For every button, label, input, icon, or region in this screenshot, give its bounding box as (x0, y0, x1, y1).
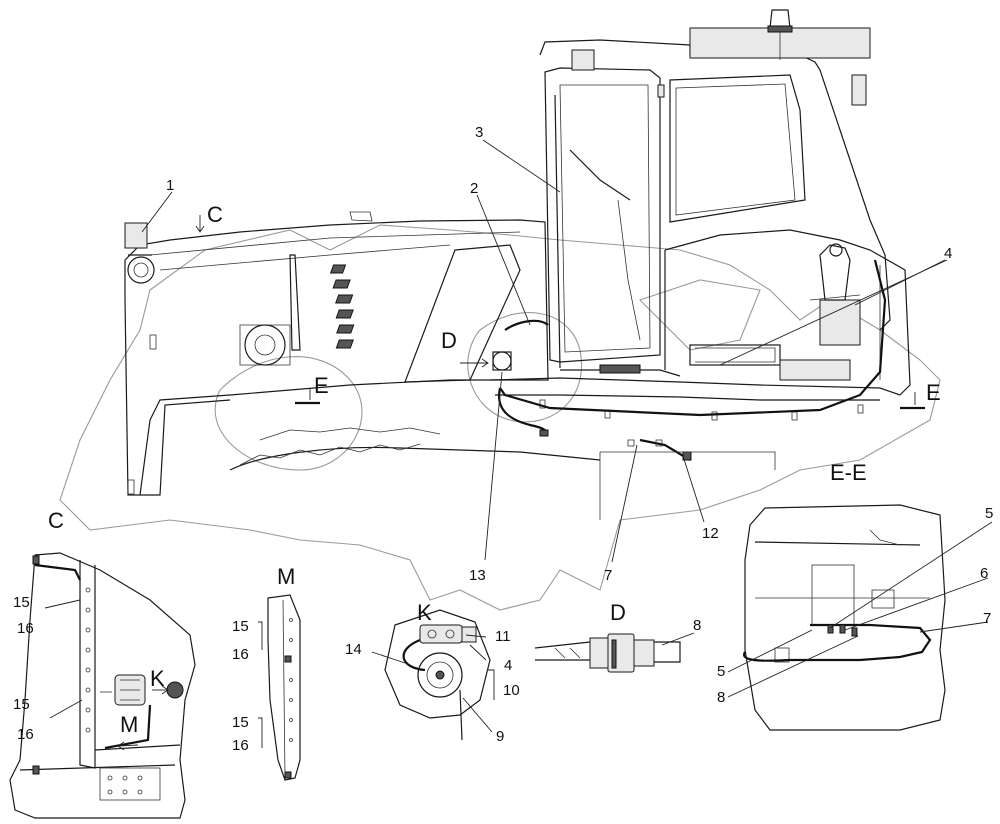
callout-13: 13 (469, 567, 486, 584)
view-e-e (727, 504, 993, 731)
callout-16-b: 16 (17, 726, 34, 743)
callout-16-a: 16 (17, 620, 34, 637)
watermark-gear (59, 224, 941, 611)
callout-labels: 1 2 3 4 5 5 6 7 7 8 8 9 10 11 12 13 14 4… (13, 124, 993, 754)
view-d-label: D (610, 600, 626, 625)
callout-15-d: 15 (232, 714, 249, 731)
callout-3: 3 (475, 124, 483, 141)
callout-12: 12 (702, 525, 719, 542)
section-e-right-label: E (926, 380, 941, 405)
view-d (534, 632, 695, 673)
callout-6: 6 (980, 565, 988, 582)
callout-8-a: 8 (693, 617, 701, 634)
view-m-arrow-label: M (120, 712, 138, 737)
view-k-label: K (417, 600, 432, 625)
view-m (258, 594, 301, 781)
cab (539, 9, 891, 377)
louvre-slots (329, 264, 355, 349)
view-c-arrow-label: C (207, 202, 223, 227)
callout-7-a: 7 (983, 610, 991, 627)
section-e-left-label: E (314, 373, 329, 398)
section-markers (195, 215, 925, 410)
callout-5-b: 5 (717, 663, 725, 680)
view-labels: C C D D E E E-E K K M M (48, 202, 941, 737)
machine-body (124, 211, 911, 496)
view-c-label: C (48, 508, 64, 533)
view-c (9, 552, 196, 819)
view-d-arrow-label: D (441, 328, 457, 353)
leader-lines (141, 139, 948, 563)
callout-5-a: 5 (985, 505, 993, 522)
callout-4-k: 4 (504, 657, 512, 674)
callout-15-a: 15 (13, 594, 30, 611)
callout-15-b: 15 (13, 696, 30, 713)
callout-16-d: 16 (232, 737, 249, 754)
callout-10: 10 (503, 682, 520, 699)
callout-4-top: 4 (944, 245, 952, 262)
callout-2: 2 (470, 180, 478, 197)
view-k-arrow-label: K (150, 666, 165, 691)
callout-15-c: 15 (232, 618, 249, 635)
view-m-label: M (277, 564, 295, 589)
callout-8-b: 8 (717, 689, 725, 706)
callout-16-c: 16 (232, 646, 249, 663)
view-e-e-label: E-E (830, 460, 867, 485)
callout-14: 14 (345, 641, 362, 658)
wiring-harness (492, 259, 887, 520)
view-k (371, 609, 495, 741)
callout-1: 1 (166, 177, 174, 194)
callout-11: 11 (495, 628, 511, 645)
callout-7-b: 7 (604, 567, 612, 584)
callout-9: 9 (496, 728, 504, 745)
bolt-pattern (107, 775, 143, 795)
